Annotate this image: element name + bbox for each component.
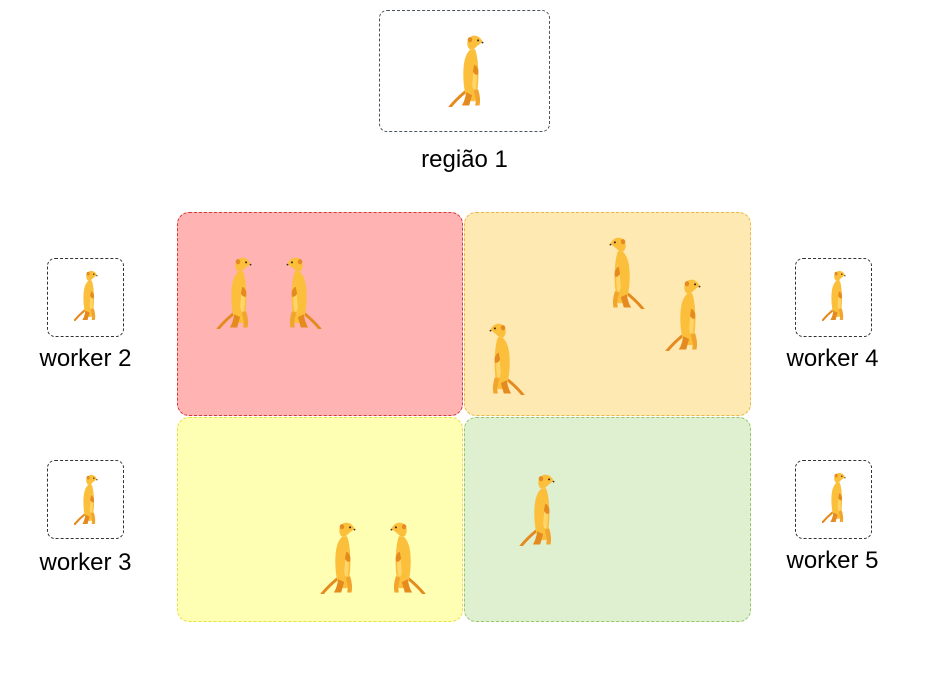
meerkat-icon (488, 322, 525, 395)
region-box (379, 10, 550, 132)
worker-3-box (47, 460, 124, 539)
meerkat-icon (822, 269, 846, 321)
meerkat-icon (448, 34, 485, 107)
cell-yellow (177, 417, 463, 622)
cell-green (464, 417, 751, 622)
meerkat-icon (822, 471, 846, 523)
region-label: região 1 (421, 146, 508, 173)
meerkat-icon (608, 236, 645, 309)
meerkat-icon (74, 473, 98, 525)
worker-5-box (795, 460, 872, 539)
meerkat-icon (74, 269, 98, 321)
worker-2-label: worker 2 (39, 345, 132, 372)
worker-2-box (47, 258, 124, 337)
cell-orange (464, 212, 751, 416)
worker-4-box (795, 258, 872, 337)
meerkat-icon (389, 521, 426, 594)
worker-4-label: worker 4 (786, 345, 879, 372)
meerkat-icon (320, 521, 357, 594)
meerkat-icon (519, 473, 556, 546)
meerkat-icon (665, 278, 702, 351)
cell-red (177, 212, 463, 416)
worker-3-label: worker 3 (39, 549, 132, 576)
meerkat-icon (216, 256, 253, 329)
meerkat-icon (285, 256, 322, 329)
worker-5-label: worker 5 (786, 547, 879, 574)
